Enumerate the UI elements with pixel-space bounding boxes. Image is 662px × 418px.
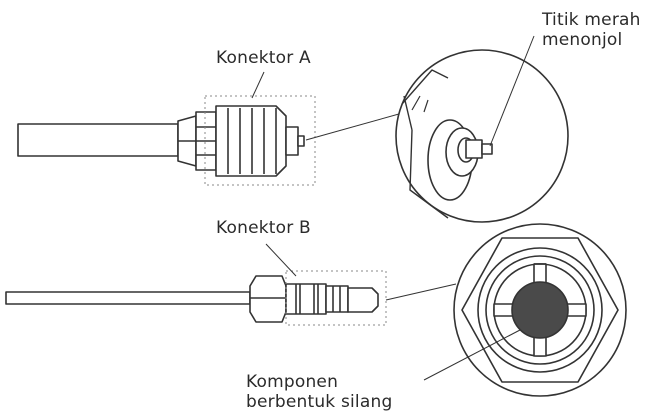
cross-component-label-line-1: Komponen — [246, 372, 339, 392]
connector-b-highlight-box — [285, 270, 387, 326]
connector-a-highlight-box — [204, 95, 316, 186]
cross-component-label: Komponen berbentuk silang — [246, 372, 392, 412]
red-dot-label: Titik merah menonjol — [542, 10, 641, 50]
connector-b-drawing — [5, 243, 457, 326]
center-dot — [511, 281, 569, 339]
red-dot-label-line-1: Titik merah — [542, 10, 641, 30]
connector-a-cable — [17, 123, 179, 157]
connector-b-nut — [249, 275, 287, 323]
connector-b-cable — [5, 291, 251, 305]
connector-b-sleeve — [347, 287, 379, 313]
connector-b-label: Konektor B — [216, 218, 311, 238]
connector-a-drawing — [17, 71, 407, 186]
red-dot-label-line-2: menonjol — [542, 30, 623, 50]
cross-component-label-line-2: berbentuk silang — [246, 392, 393, 412]
red-dot-pin — [481, 143, 493, 155]
connector-a-tip — [285, 126, 299, 156]
zoom-circle-b — [423, 223, 627, 397]
zoom-circle-a — [395, 35, 569, 223]
connector-b-body — [285, 283, 327, 315]
connector-a-body — [215, 105, 287, 177]
connector-a-label: Konektor A — [216, 48, 311, 68]
